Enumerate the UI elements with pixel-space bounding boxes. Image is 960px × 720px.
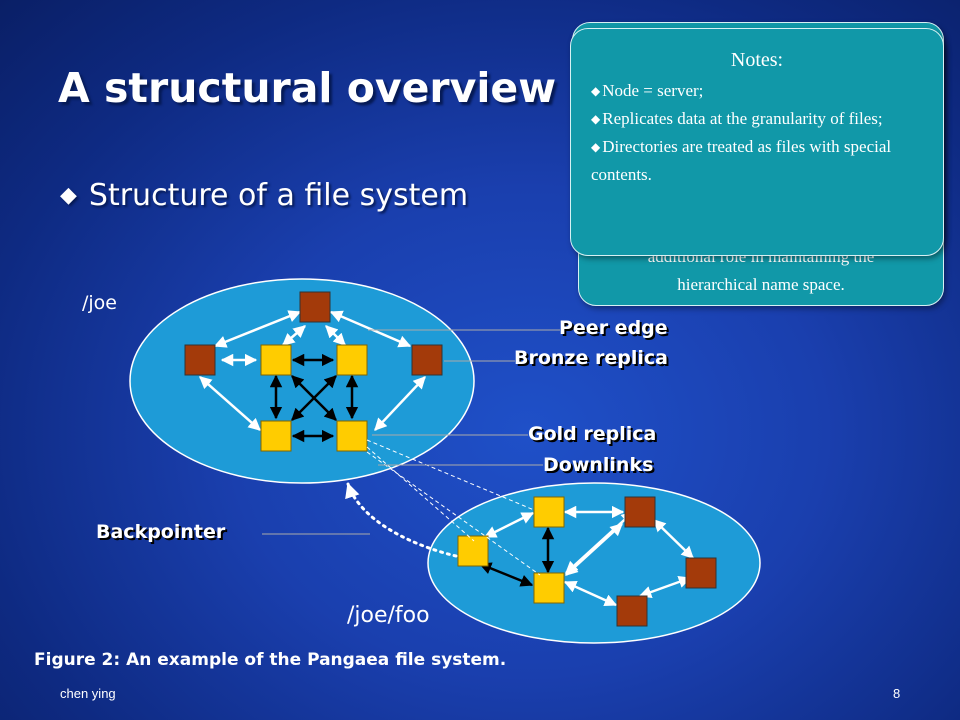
gold-replica-node	[533, 572, 565, 604]
peer-edge	[374, 376, 426, 431]
diamond-bullet-icon: ◆	[591, 140, 601, 154]
gold-replica-node	[260, 420, 292, 452]
downlinks-label: Downlinks	[543, 454, 654, 476]
bullet-item: ◆ Structure of a file system	[60, 178, 468, 213]
bronze-replica-node	[299, 291, 331, 323]
downlink	[366, 446, 475, 542]
bronze-replica-node	[685, 557, 717, 589]
gold-replica-node	[457, 535, 489, 567]
backpointer-label: Backpointer	[96, 521, 226, 543]
peer-edge	[213, 310, 302, 348]
diamond-bullet-icon: ◆	[591, 84, 601, 98]
bronze-replica-node	[624, 496, 656, 528]
notes-item: ◆Node = server;	[591, 77, 929, 105]
gold-replica-node	[260, 344, 292, 376]
gold-edge	[478, 562, 534, 587]
bronze-replica-node	[616, 595, 648, 627]
footer-author: chen ying	[60, 686, 116, 701]
gold-replica-node	[336, 420, 368, 452]
gold-replica-label: Gold replica	[528, 423, 657, 445]
peer-edge	[483, 511, 535, 539]
bronze-replica-node	[411, 344, 443, 376]
downlink	[366, 451, 541, 576]
diamond-bullet-icon: ◆	[60, 183, 77, 208]
notes-behind-line-2: hierarchical name space.	[677, 275, 845, 294]
notes-item-text: Replicates data at the granularity of fi…	[602, 109, 883, 128]
peer-edge	[282, 325, 306, 346]
figure-caption: Figure 2: An example of the Pangaea file…	[34, 650, 507, 670]
bronze-replica-node	[184, 344, 216, 376]
peer-edge	[199, 376, 261, 431]
page-number: 8	[893, 686, 901, 701]
notes-title-text: Notes	[730, 49, 778, 71]
notes-item: ◆Directories are treated as files with s…	[591, 133, 929, 189]
slide-title: A structural overview	[58, 64, 557, 112]
peer-edge	[563, 580, 618, 607]
notes-title: Notes:	[730, 49, 784, 71]
peer-edge	[638, 575, 692, 599]
notes-item: ◆Replicates data at the granularity of f…	[591, 105, 929, 133]
joe-foo-path-label: /joe/foo	[347, 603, 430, 628]
notes-callout: Notes: ◆Node = server; ◆Replicates data …	[570, 28, 944, 256]
peer-edge	[565, 523, 623, 576]
peer-edge-label: Peer edge	[559, 317, 668, 339]
peer-edge	[329, 310, 412, 348]
gold-replica-node	[336, 344, 368, 376]
peer-edge	[325, 325, 346, 346]
diamond-bullet-icon: ◆	[591, 112, 601, 126]
bullet-text: Structure of a file system	[88, 178, 469, 213]
joe-path-label: /joe	[82, 292, 117, 314]
peer-edge	[653, 519, 694, 559]
notes-item-text: Directories are treated as files with sp…	[591, 137, 892, 184]
backpointer-arrow	[345, 482, 458, 558]
gold-edge	[291, 375, 337, 421]
notes-item-text: Node = server;	[602, 81, 704, 100]
bronze-replica-label: Bronze replica	[514, 347, 668, 369]
notes-list: ◆Node = server; ◆Replicates data at the …	[571, 77, 943, 189]
downlink	[366, 439, 535, 511]
gold-replica-node	[533, 496, 565, 528]
